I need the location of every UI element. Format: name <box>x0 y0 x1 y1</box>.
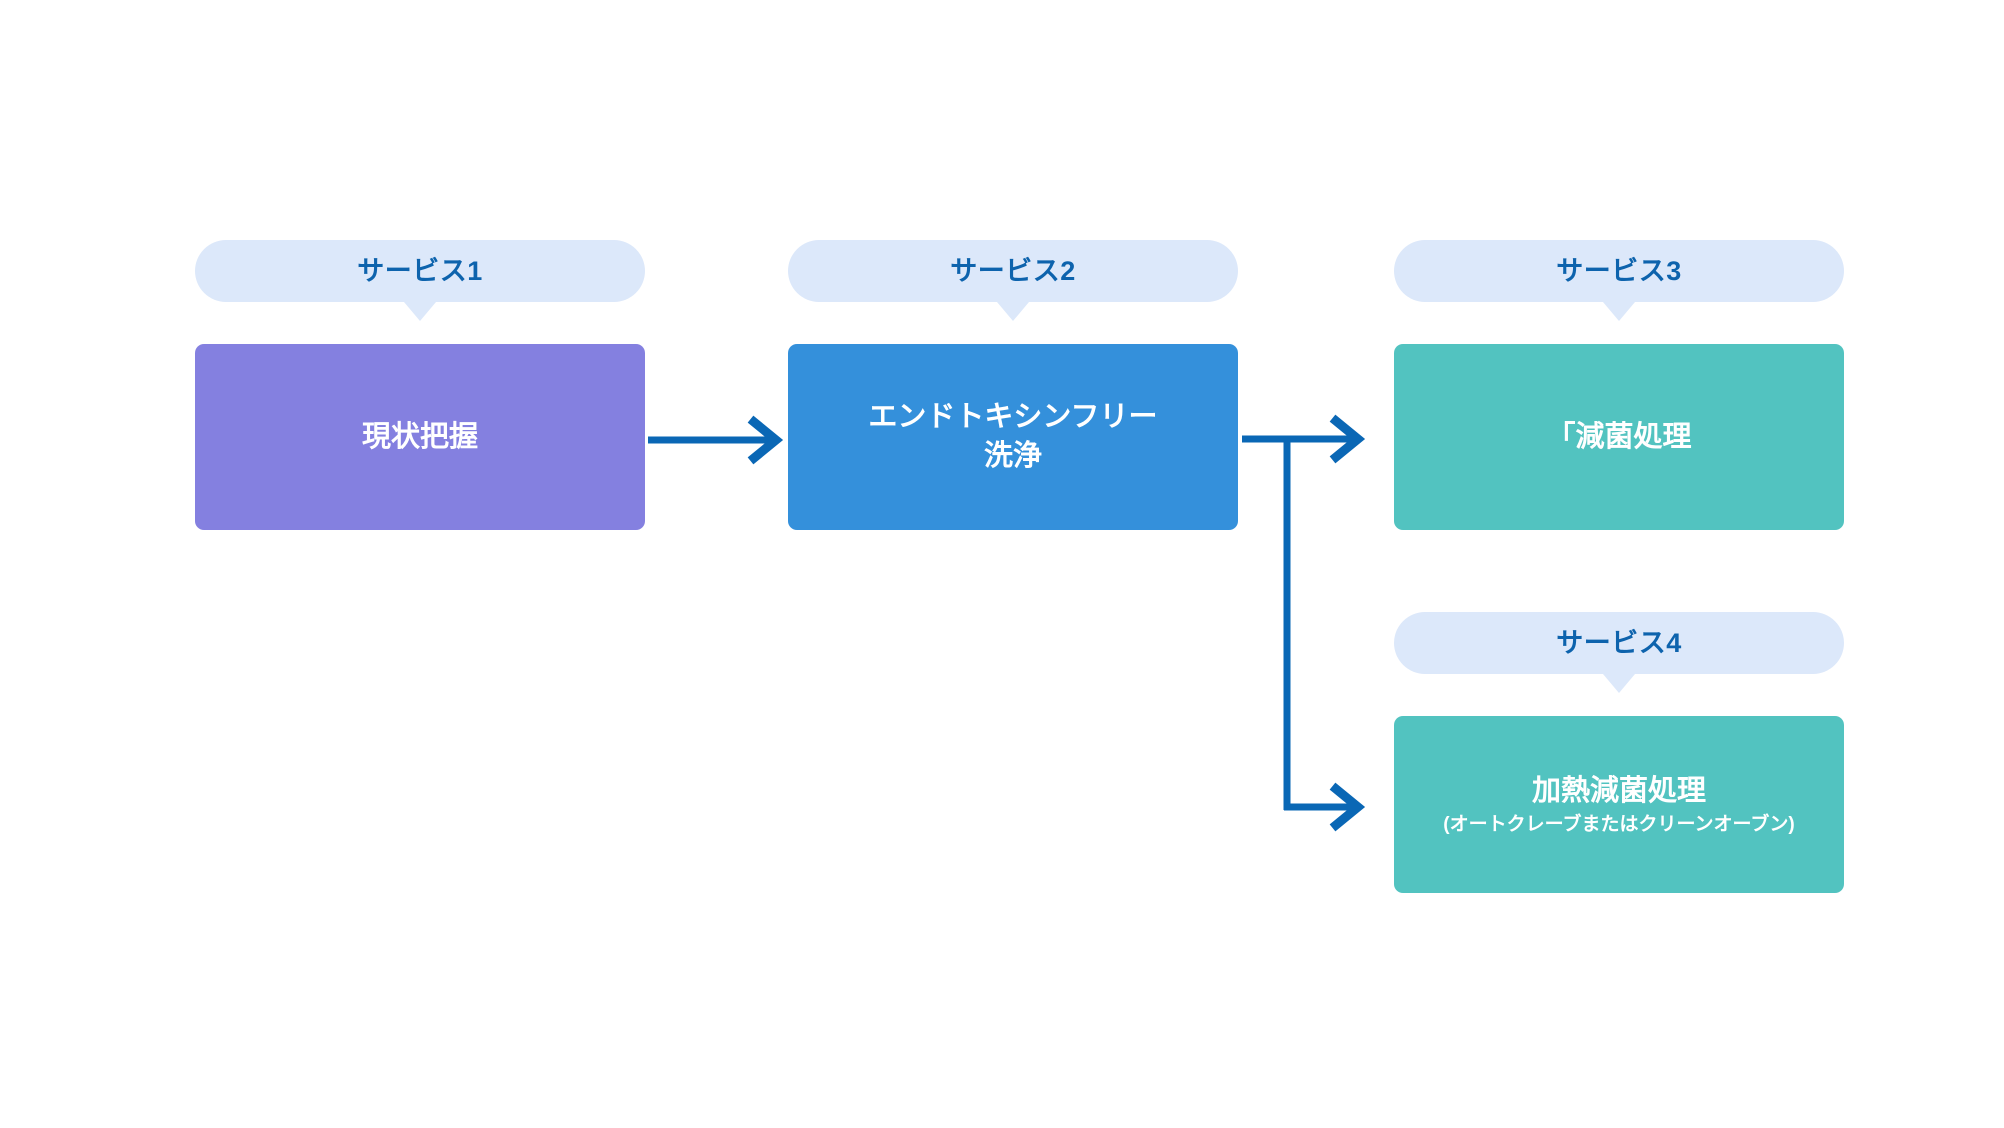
process-box-title: 「減菌処理 <box>1546 420 1692 453</box>
label-pill-service-1: サービス1 <box>195 240 645 302</box>
label-pill-tail <box>404 302 436 321</box>
arrow-service1-to-service2 <box>648 415 784 465</box>
process-box-service-4[interactable]: 加熱減菌処理 (オートクレーブまたはクリーンオーブン) <box>1394 716 1844 893</box>
label-pill-tail <box>1603 674 1635 693</box>
label-pill-text: サービス4 <box>1556 627 1682 658</box>
process-box-title: 加熱減菌処理 <box>1531 774 1706 807</box>
label-pill-tail <box>1603 302 1635 321</box>
label-pill-tail <box>997 302 1029 321</box>
process-box-service-1[interactable]: 現状把握 <box>195 344 645 530</box>
label-pill-text: サービス3 <box>1556 255 1682 286</box>
process-box-title: エンドトキシンフリー 洗浄 <box>868 401 1158 472</box>
label-pill-service-3: サービス3 <box>1394 240 1844 302</box>
label-pill-service-2: サービス2 <box>788 240 1238 302</box>
process-box-title: 現状把握 <box>361 420 478 453</box>
process-box-service-2[interactable]: エンドトキシンフリー 洗浄 <box>788 344 1238 530</box>
process-box-subtitle: (オートクレーブまたはクリーンオーブン) <box>1443 813 1795 835</box>
process-box-service-3[interactable]: 「減菌処理 <box>1394 344 1844 530</box>
label-pill-text: サービス2 <box>950 255 1076 286</box>
label-pill-service-4: サービス4 <box>1394 612 1844 674</box>
label-pill-text: サービス1 <box>357 255 483 286</box>
arrow-service2-branch <box>1242 414 1366 832</box>
